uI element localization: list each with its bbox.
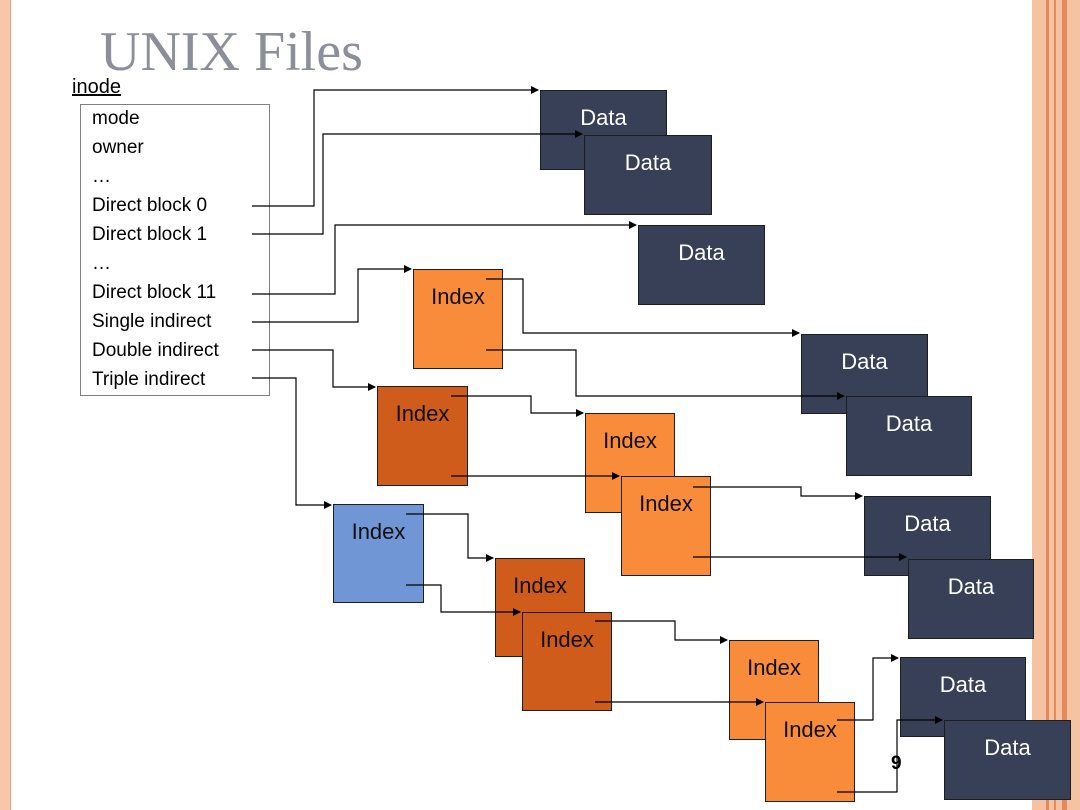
- index-block-double: Index: [377, 386, 468, 486]
- pointer-arrow: [252, 86, 539, 207]
- pointer-arrow: [252, 349, 376, 391]
- inode-field-ellipsis: …: [92, 253, 111, 274]
- index-block-single: Index: [413, 269, 503, 369]
- left-border-rule: [0, 0, 11, 810]
- inode-box: [80, 104, 270, 396]
- data-block: Data: [944, 720, 1071, 800]
- data-block-label: Data: [580, 105, 627, 130]
- inode-label: inode: [72, 76, 121, 98]
- decor-stripe: [1054, 0, 1056, 810]
- index-block-label: Index: [431, 284, 485, 309]
- decor-stripe: [1046, 0, 1049, 810]
- inode-field-double-indirect: Double indirect: [92, 340, 219, 361]
- data-block-label: Data: [947, 574, 995, 599]
- pointer-arrow: [252, 221, 637, 295]
- pointer-arrow: [486, 278, 800, 337]
- index-block-triple-l2: Index: [522, 612, 612, 711]
- data-block-label: Data: [885, 411, 933, 436]
- index-block-label: Index: [747, 655, 801, 680]
- slide-title: UNIX Files: [100, 21, 363, 83]
- pointer-arrow: [693, 486, 863, 500]
- pointer-arrow: [486, 349, 845, 400]
- index-block-triple-l3: Index: [765, 702, 855, 802]
- inode-field-triple-indirect: Triple indirect: [92, 369, 206, 390]
- index-block-label: Index: [603, 428, 657, 453]
- inode-field-ellipsis: …: [92, 166, 111, 187]
- data-block-label: Data: [939, 672, 987, 697]
- index-block-label: Index: [513, 573, 567, 598]
- index-block-label: Index: [540, 627, 594, 652]
- inode-field-mode: mode: [92, 108, 140, 129]
- index-block-label: Index: [351, 519, 406, 544]
- page-number: 9: [891, 753, 902, 774]
- data-block: Data: [638, 225, 765, 305]
- pointer-arrow: [837, 716, 943, 793]
- data-block-label: Data: [841, 349, 888, 374]
- inode-field-direct-0: Direct block 0: [92, 195, 208, 216]
- data-block: Data: [584, 135, 712, 215]
- data-block-label: Data: [678, 240, 725, 265]
- decor-stripe: [1062, 0, 1067, 810]
- inode-field-owner: owner: [92, 137, 144, 158]
- data-block: Data: [846, 396, 972, 476]
- index-block-label: Index: [395, 401, 450, 426]
- inode-field-single-indirect: Single indirect: [92, 311, 212, 332]
- data-block: Data: [908, 559, 1034, 639]
- pointer-arrow: [595, 620, 728, 644]
- pointer-arrow: [451, 395, 584, 417]
- data-block-label: Data: [904, 511, 951, 536]
- pointer-arrow: [252, 265, 412, 323]
- pointer-arrow: [837, 654, 899, 721]
- index-block-triple: Index: [333, 504, 424, 603]
- pointer-arrow: [252, 377, 332, 509]
- index-block-label: Index: [639, 491, 693, 516]
- right-decor-bar: [1032, 0, 1080, 810]
- index-block-double-l2: Index: [621, 476, 711, 576]
- data-block-label: Data: [984, 735, 1031, 760]
- pointer-arrow: [406, 584, 521, 616]
- data-block-label: Data: [624, 150, 672, 175]
- index-block-label: Index: [783, 717, 837, 742]
- inode-field-direct-1: Direct block 1: [92, 224, 208, 245]
- inode-field-direct-11: Direct block 11: [92, 282, 217, 303]
- pointer-arrow: [406, 513, 494, 562]
- pointer-arrow: [252, 130, 583, 235]
